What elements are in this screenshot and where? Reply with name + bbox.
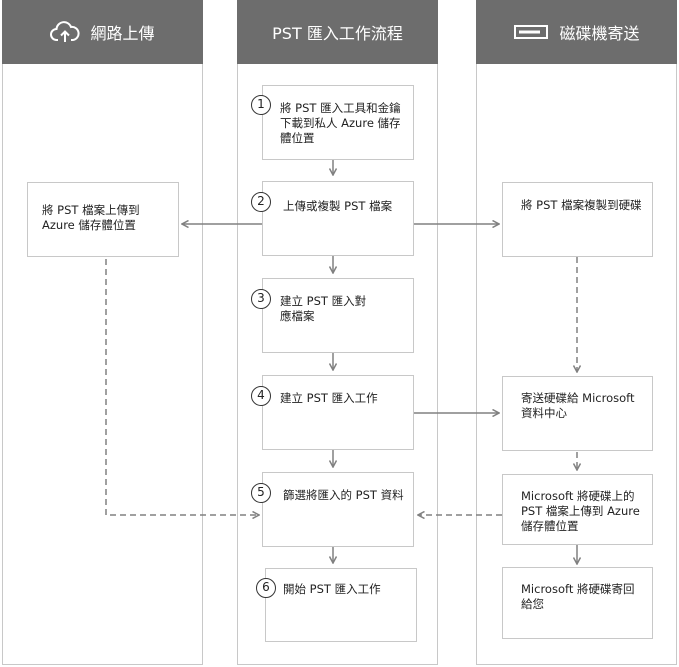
copy-to-drive-box: 將 PST 檔案複製到硬碟: [502, 182, 653, 257]
network-upload-title: 網路上傳: [90, 24, 155, 43]
cloud-upload-icon: [50, 21, 80, 43]
drive-shipping-column: 磁碟機寄送: [476, 0, 677, 665]
drive-shipping-header: 磁碟機寄送: [476, 0, 677, 64]
step-3-text: 建立 PST 匯入對應檔案: [280, 294, 367, 323]
step-1-box: 將 PST 匯入工具和金鑰下載到私人 Azure 儲存體位置: [262, 85, 414, 160]
step-5-text: 篩選將匯入的 PST 資料: [283, 488, 404, 502]
hard-drive-icon: [513, 22, 549, 42]
workflow-title: PST 匯入工作流程: [272, 24, 403, 43]
step-4-text: 建立 PST 匯入工作: [280, 391, 378, 405]
step-3-box: 建立 PST 匯入對應檔案: [262, 278, 414, 353]
drive-shipping-title: 磁碟機寄送: [559, 24, 640, 43]
step-4-number: 4: [251, 386, 271, 406]
network-upload-text: 將 PST 檔案上傳到 Azure 儲存體位置: [42, 203, 140, 232]
workflow-header: PST 匯入工作流程: [237, 0, 438, 64]
step-1-text: 將 PST 匯入工具和金鑰下載到私人 Azure 儲存體位置: [280, 101, 401, 145]
network-upload-column: 網路上傳: [2, 0, 203, 665]
step-6-text: 開始 PST 匯入工作: [283, 582, 381, 596]
ship-drive-box: 寄送硬碟給 Microsoft 資料中心: [502, 376, 653, 451]
step-4-box: 建立 PST 匯入工作: [262, 375, 414, 450]
microsoft-upload-text: Microsoft 將硬碟上的 PST 檔案上傳到 Azure 儲存體位置: [521, 489, 640, 533]
step-2-number: 2: [251, 192, 271, 212]
network-upload-header: 網路上傳: [2, 0, 203, 64]
step-5-box: 篩選將匯入的 PST 資料: [262, 472, 414, 547]
step-5-number: 5: [251, 483, 271, 503]
ship-drive-text: 寄送硬碟給 Microsoft 資料中心: [521, 391, 635, 420]
microsoft-upload-box: Microsoft 將硬碟上的 PST 檔案上傳到 Azure 儲存體位置: [502, 474, 653, 545]
step-3-number: 3: [251, 289, 271, 309]
step-6-number: 6: [256, 578, 276, 598]
step-6-box: 開始 PST 匯入工作: [265, 568, 417, 642]
copy-to-drive-text: 將 PST 檔案複製到硬碟: [521, 198, 642, 212]
step-1-number: 1: [251, 95, 271, 115]
return-drive-text: Microsoft 將硬碟寄回給您: [521, 582, 635, 611]
step-2-text: 上傳或複製 PST 檔案: [283, 199, 393, 213]
step-2-box: 上傳或複製 PST 檔案: [262, 181, 414, 256]
network-upload-box: 將 PST 檔案上傳到 Azure 儲存體位置: [27, 182, 179, 257]
return-drive-box: Microsoft 將硬碟寄回給您: [502, 567, 653, 639]
